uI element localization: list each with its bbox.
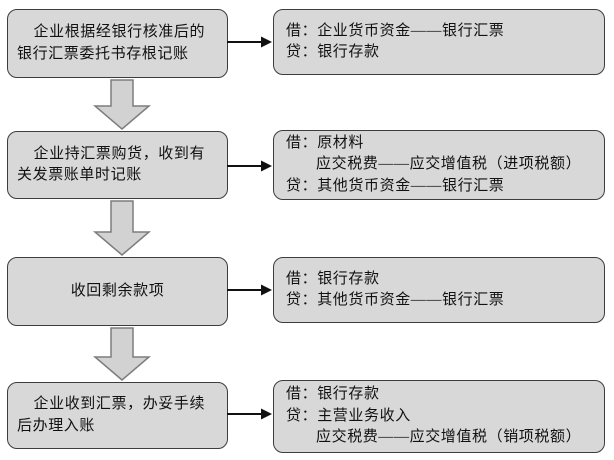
step-box-3: 收回剩余款项 [7,257,228,326]
down-arrow-icon [92,200,152,256]
step-text-line: 后办理入账 [17,417,96,434]
step-text-line: 企业持汇票购货，收到有 [33,145,206,162]
down-arrow-icon [92,327,152,381]
entry-box-1: 借：企业货币资金——银行汇票 贷：银行存款 [273,9,605,75]
entry-text-line: 贷：主营业务收入 [286,407,411,424]
step-text-line: 收回剩余款项 [70,282,165,299]
flow-arrow-icon [227,284,272,296]
entry-text-line: 应交税费——应交增值税（进项税额） [316,156,582,173]
entry-text-line: 借：原材料 [286,134,365,151]
entry-text-line: 借：企业货币资金——银行汇票 [286,22,505,39]
step-text-line: 企业根据经银行核准后的 [33,24,206,40]
step-text-line: 银行汇票委托书存根记账 [17,45,189,62]
entry-text-line: 借：银行存款 [286,270,380,287]
entry-text-line: 贷：银行存款 [286,44,380,60]
down-arrow-icon [92,79,152,130]
step-text-line: 企业收到汇票，办妥手续 [33,396,206,412]
entry-text-line: 贷：其他货币资金——银行汇票 [286,177,505,194]
flow-arrow-icon [227,160,272,172]
step-box-4: 企业收到汇票，办妥手续 后办理入账 [7,382,228,449]
flow-arrow-icon [227,408,272,420]
entry-box-2: 借：原材料 应交税费——应交增值税（进项税额） 贷：其他货币资金——银行汇票 [273,130,605,200]
entry-box-3: 借：银行存款 贷：其他货币资金——银行汇票 [273,257,605,323]
step-box-1: 企业根据经银行核准后的 银行汇票委托书存根记账 [7,9,228,78]
step-box-2: 企业持汇票购货，收到有 关发票账单时记账 [7,131,228,199]
flow-arrow-icon [227,36,272,48]
step-text-line: 关发票账单时记账 [17,167,142,183]
entry-text-line: 贷：其他货币资金——银行汇票 [286,292,505,308]
entry-box-4: 借：银行存款 贷：主营业务收入 应交税费——应交增值税（销项税额） [273,380,605,453]
entry-text-line: 借：银行存款 [286,386,380,403]
entry-text-line: 应交税费——应交增值税（销项税额） [316,429,582,446]
